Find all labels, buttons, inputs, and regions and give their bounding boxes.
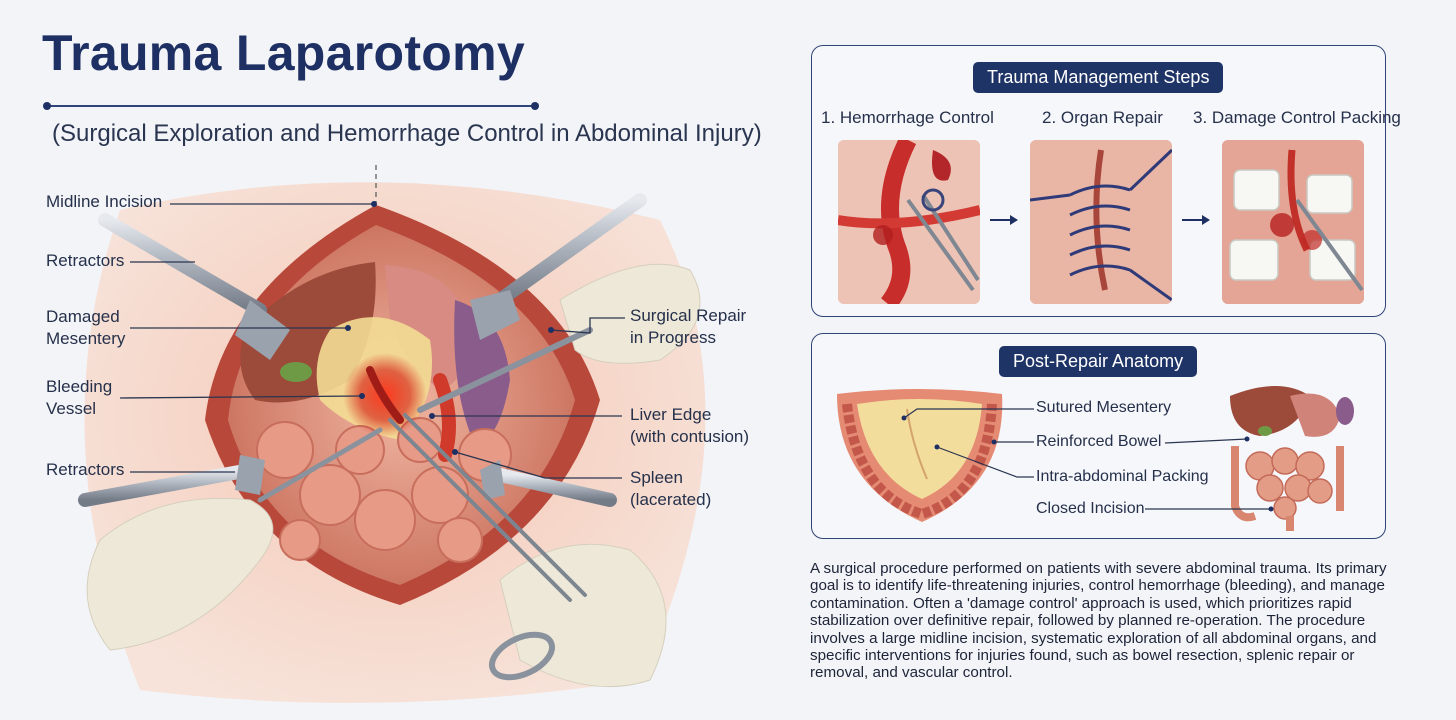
callout-midline-incision: Midline Incision: [46, 192, 163, 211]
callout-liver-edge: Liver Edge (with contusion): [630, 405, 750, 446]
stomach: [385, 265, 470, 390]
retractor-lower-left: [78, 455, 265, 507]
callout-surgical-repair: Surgical Repair in Progress: [630, 306, 747, 347]
step-image-organ-repair: [1030, 140, 1172, 304]
page-title: Trauma Laparotomy: [42, 25, 526, 81]
sutured-bowel-illustration: [837, 389, 1003, 522]
callout-retractors-upper: Retractors: [46, 251, 125, 270]
callout-leaders: [119, 203, 625, 479]
page-subtitle: (Surgical Exploration and Hemorrhage Con…: [52, 120, 762, 147]
post-repair-leaders: [901, 408, 1274, 512]
callout-damaged-mesentery: Damaged Mesentery: [46, 307, 126, 348]
steps-panel-title: Trauma Management Steps: [973, 62, 1224, 93]
red-bowel-segment: [433, 373, 456, 462]
post-repair-panel: Post-Repair Anatomy: [811, 333, 1386, 539]
callout-retractors-lower: Retractors: [46, 460, 125, 479]
retractor-lower-right: [480, 460, 617, 507]
callout-spleen: Spleen (lacerated): [630, 468, 712, 509]
label-sutured-mesentery: Sutured Mesentery: [1036, 399, 1172, 416]
needle-driver: [417, 327, 593, 413]
step-label-1: 1. Hemorrhage Control: [821, 108, 994, 127]
steps-panel: Trauma Management Steps 1. Hemorrhage Co…: [811, 45, 1401, 317]
arrow-right-icon: [1182, 215, 1210, 225]
procedure-description: A surgical procedure performed on patien…: [810, 560, 1387, 682]
callout-bleeding-vessel: Bleeding Vessel: [46, 377, 113, 418]
hemostat-clamp: [388, 413, 587, 602]
step-image-hemorrhage-control: [838, 140, 980, 304]
step-label-3: 3. Damage Control Packing: [1193, 108, 1401, 127]
label-closed-incision: Closed Incision: [1036, 500, 1145, 517]
gloved-hand-lower-left: [86, 497, 274, 651]
step-image-damage-control-packing: [1222, 140, 1364, 304]
forceps: [257, 427, 383, 503]
closed-abdomen-anatomy-illustration: [1230, 386, 1354, 531]
label-intra-abdominal-packing: Intra-abdominal Packing: [1036, 468, 1209, 485]
retractor-upper-right: [470, 193, 647, 340]
callout-dots: [345, 201, 554, 455]
title-divider: [43, 102, 539, 110]
gloved-hand-lower-right: [499, 543, 667, 688]
small-bowel: [256, 417, 512, 563]
laparotomy-illustration: [78, 165, 706, 703]
bleeding-vessel: [366, 366, 404, 424]
post-panel-title: Post-Repair Anatomy: [999, 346, 1198, 377]
step-label-2: 2. Organ Repair: [1042, 108, 1163, 127]
spleen: [454, 300, 510, 445]
label-reinforced-bowel: Reinforced Bowel: [1036, 433, 1162, 450]
gloved-hand-upper-right: [559, 263, 701, 364]
arrow-right-icon: [990, 215, 1018, 225]
gallbladder: [280, 362, 312, 382]
clamp-ring: [489, 631, 555, 681]
retractor-upper-left: [98, 213, 290, 360]
